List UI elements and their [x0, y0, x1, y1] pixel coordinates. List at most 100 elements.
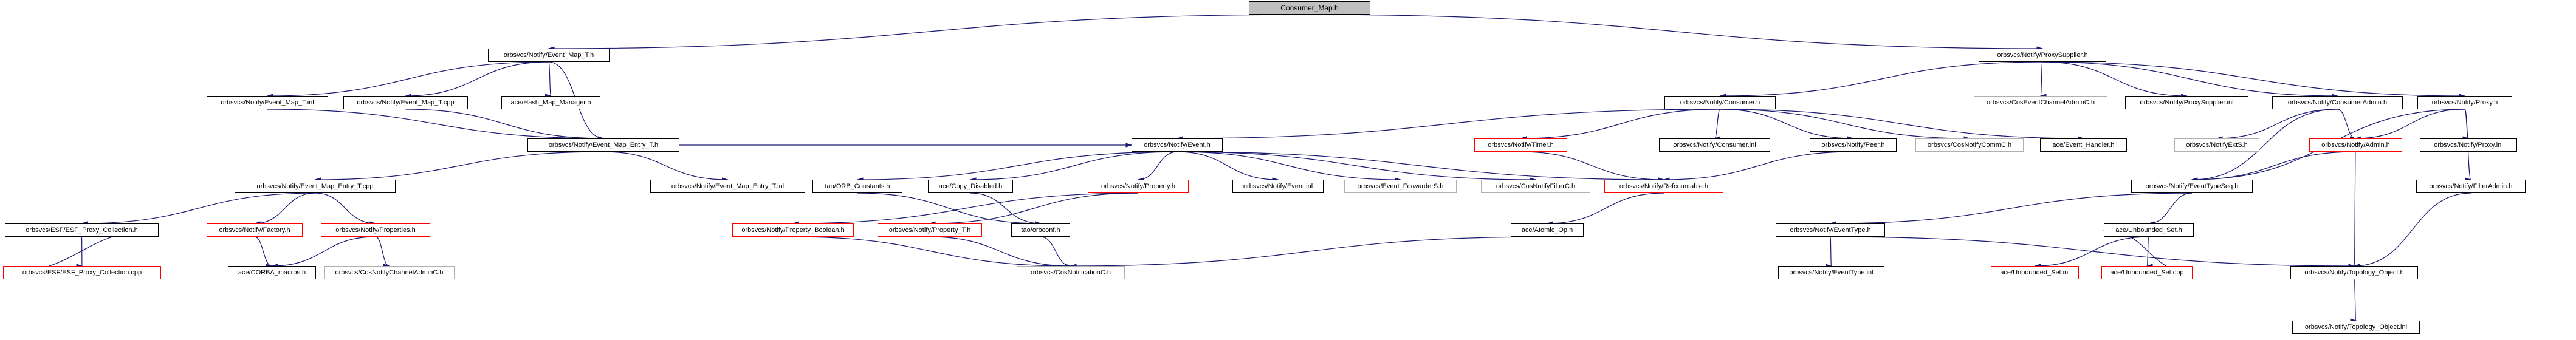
graph-node[interactable]: ace/Copy_Disabled.h [928, 180, 1013, 193]
graph-edge [2042, 61, 2338, 98]
graph-node[interactable]: orbsvcs/Notify/Event_Map_T.h [488, 49, 610, 62]
graph-node[interactable]: tao/orbconf.h [1011, 223, 1070, 237]
graph-edge [929, 192, 1139, 226]
graph-node[interactable]: ace/Event_Handler.h [2040, 138, 2127, 152]
graph-node[interactable]: orbsvcs/Notify/Topology_Object.h [2290, 266, 2418, 279]
graph-node[interactable]: orbsvcs/Notify/Event_Map_Entry_T.cpp [235, 180, 396, 193]
graph-node-label: orbsvcs/ESF/ESF_Proxy_Collection.cpp [22, 268, 142, 276]
graph-node[interactable]: ace/Unbounded_Set.inl [1991, 266, 2079, 279]
graph-edge [315, 192, 377, 226]
graph-node[interactable]: orbsvcs/Notify/Event_Map_Entry_T.h [527, 138, 679, 152]
graph-edge [792, 192, 1139, 226]
graph-node[interactable]: ace/Unbounded_Set.cpp [2101, 266, 2193, 279]
graph-node-label: orbsvcs/Notify/ConsumerAdmin.h [2287, 98, 2388, 106]
graph-node[interactable]: orbsvcs/Event_ForwarderS.h [1344, 180, 1457, 193]
graph-edge [1309, 14, 2044, 51]
graph-node[interactable]: Consumer_Map.h [1249, 1, 1370, 15]
graph-node-label: orbsvcs/CosNotifyFilterC.h [1496, 182, 1576, 190]
graph-edge [1176, 151, 1665, 182]
graph-node[interactable]: orbsvcs/Notify/Property_T.h [878, 223, 982, 237]
graph-node-label: orbsvcs/Notify/Event_Map_Entry_T.cpp [256, 182, 374, 190]
graph-node[interactable]: ace/CORBA_macros.h [228, 266, 316, 279]
graph-node[interactable]: ace/Unbounded_Set.h [2104, 223, 2194, 237]
graph-node-label: orbsvcs/Notify/ProxySupplier.h [1997, 51, 2088, 59]
graph-node[interactable]: orbsvcs/ESF/ESF_Proxy_Collection.h [5, 223, 159, 237]
graph-edge [1720, 109, 1971, 141]
graph-node-label: orbsvcs/Notify/Consumer.inl [1673, 141, 1756, 149]
graph-edge [1176, 151, 1279, 182]
graph-node[interactable]: orbsvcs/Notify/Property_Boolean.h [732, 223, 854, 237]
graph-node-label: orbsvcs/Event_ForwarderS.h [1357, 182, 1444, 190]
graph-edge [2355, 109, 2465, 141]
graph-edge [929, 236, 1072, 268]
graph-node[interactable]: orbsvcs/Notify/ConsumerAdmin.h [2272, 96, 2403, 109]
graph-node[interactable]: orbsvcs/Notify/Property.h [1088, 180, 1189, 193]
graph-node-label: ace/CORBA_macros.h [238, 268, 306, 276]
graph-node[interactable]: ace/Atomic_Op.h [1511, 223, 1584, 237]
graph-node[interactable]: orbsvcs/Notify/Timer.h [1474, 138, 1567, 152]
graph-node[interactable]: orbsvcs/Notify/Event.inl [1232, 180, 1324, 193]
graph-node-label: orbsvcs/Notify/FilterAdmin.h [2429, 182, 2513, 190]
graph-edge [857, 192, 1042, 226]
graph-node-label: orbsvcs/CosNotifyChannelAdminC.h [335, 268, 444, 276]
graph-node[interactable]: orbsvcs/Notify/Proxy.h [2417, 96, 2512, 109]
graph-node[interactable]: orbsvcs/Notify/Event_Map_T.inl [207, 96, 328, 109]
graph-edge [1176, 151, 1401, 182]
graph-node[interactable]: orbsvcs/Notify/Consumer.inl [1659, 138, 1770, 152]
graph-node-label: orbsvcs/Notify/Timer.h [1488, 141, 1554, 149]
graph-node[interactable]: orbsvcs/Notify/Event_Map_Entry_T.inl [650, 180, 805, 193]
graph-node[interactable]: orbsvcs/CosNotifyCommC.h [1915, 138, 2024, 152]
graph-node[interactable]: orbsvcs/Notify/Proxy.inl [2420, 138, 2517, 152]
graph-node[interactable]: orbsvcs/NotifyExtS.h [2174, 138, 2259, 152]
graph-node-label: orbsvcs/Notify/EventType.h [1790, 226, 1871, 234]
graph-node[interactable]: orbsvcs/Notify/FilterAdmin.h [2416, 180, 2526, 193]
graph-node[interactable]: tao/ORB_Constants.h [812, 180, 902, 193]
graph-node[interactable]: orbsvcs/Notify/Topology_Object.inl [2292, 321, 2420, 334]
graph-edge [856, 151, 1178, 182]
graph-node[interactable]: orbsvcs/Notify/Refcountable.h [1604, 180, 1723, 193]
graph-node[interactable]: orbsvcs/Notify/Consumer.h [1664, 96, 1776, 109]
graph-node-label: tao/ORB_Constants.h [825, 182, 890, 190]
graph-node[interactable]: orbsvcs/CosNotifyFilterC.h [1481, 180, 1590, 193]
graph-node[interactable]: orbsvcs/Notify/EventType.inl [1778, 266, 1884, 279]
graph-node-label: ace/Copy_Disabled.h [938, 182, 1003, 190]
graph-node-label: orbsvcs/Notify/Event.h [1144, 141, 1211, 149]
graph-node[interactable]: orbsvcs/Notify/ProxySupplier.inl [2125, 96, 2248, 109]
graph-node[interactable]: orbsvcs/ESF/ESF_Proxy_Collection.cpp [3, 266, 161, 279]
graph-edge [2148, 192, 2193, 226]
graph-node-label: ace/Unbounded_Set.inl [2000, 268, 2070, 276]
graph-edge [1830, 236, 2355, 268]
graph-node[interactable]: orbsvcs/CosNotifyChannelAdminC.h [324, 266, 455, 279]
graph-node[interactable]: orbsvcs/Notify/Event.h [1132, 138, 1223, 152]
graph-edge [1040, 236, 1072, 268]
graph-node[interactable]: orbsvcs/Notify/Properties.h [321, 223, 430, 237]
graph-node[interactable]: orbsvcs/Notify/ProxySupplier.h [1979, 49, 2106, 62]
graph-edge [405, 109, 605, 141]
graph-node[interactable]: orbsvcs/Notify/EventType.h [1776, 223, 1885, 237]
graph-node[interactable]: orbsvcs/Notify/Admin.h [2309, 138, 2402, 152]
graph-node[interactable]: ace/Hash_Map_Manager.h [501, 96, 600, 109]
graph-edge [267, 109, 605, 141]
graph-node[interactable]: orbsvcs/CosNotificationC.h [1017, 266, 1125, 279]
graph-edge [2350, 279, 2357, 323]
graph-edge [2353, 151, 2361, 268]
graph-node[interactable]: orbsvcs/Notify/Event_Map_T.cpp [343, 96, 468, 109]
graph-edge [2039, 61, 2047, 98]
graph-node-label: orbsvcs/Notify/Peer.h [1821, 141, 1885, 149]
graph-node[interactable]: orbsvcs/Notify/Factory.h [207, 223, 303, 237]
graph-edge [314, 151, 604, 182]
graph-edge [2146, 236, 2153, 268]
graph-node-label: orbsvcs/Notify/Proxy.inl [2434, 141, 2503, 149]
graph-edge [271, 236, 376, 268]
graph-node-label: orbsvcs/Notify/ProxySupplier.inl [2140, 98, 2234, 106]
graph-node-label: orbsvcs/CosNotificationC.h [1030, 268, 1111, 276]
graph-node[interactable]: orbsvcs/Notify/EventTypeSeq.h [2131, 180, 2253, 193]
graph-edge [2216, 109, 2338, 141]
graph-node[interactable]: orbsvcs/Notify/Peer.h [1810, 138, 1897, 152]
graph-node[interactable]: orbsvcs/CosEventChannelAdminC.h [1974, 96, 2107, 109]
graph-edge [2034, 236, 2149, 268]
graph-edge [405, 61, 549, 98]
graph-node-label: orbsvcs/Notify/EventType.inl [1789, 268, 1874, 276]
graph-node-label: orbsvcs/Notify/Topology_Object.h [2304, 268, 2404, 276]
